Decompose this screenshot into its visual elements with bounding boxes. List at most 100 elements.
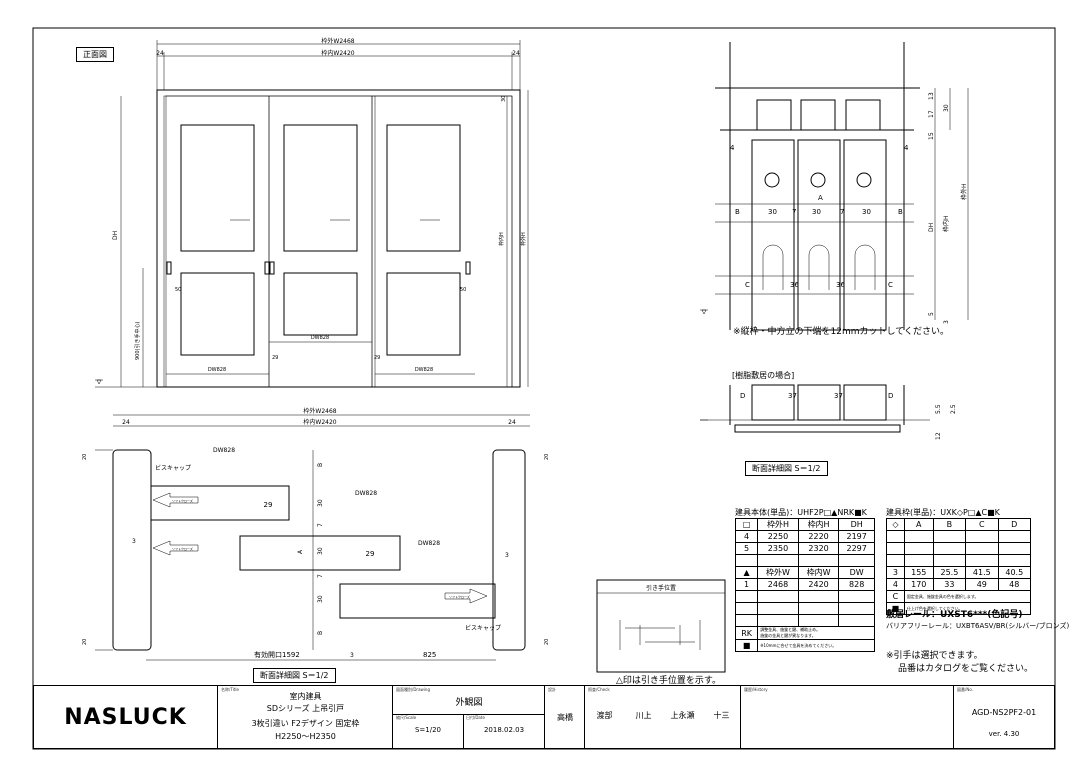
dim-29-left: 29 xyxy=(272,355,278,361)
t1-r1c0: 5 xyxy=(734,542,759,555)
t1-r0c1: 2250 xyxy=(757,530,799,543)
logo-cell: NASLUCK xyxy=(34,686,218,748)
head-B-left: B xyxy=(735,208,740,216)
dim-50-left: 50 xyxy=(175,287,181,293)
t2-r1c4: 48 xyxy=(997,578,1032,591)
head-C-left: C xyxy=(745,281,750,289)
designer-cell: 設計 高橋 xyxy=(545,686,585,748)
t2-c-note: 固定金具、施錠金具の色を選択します。 xyxy=(903,590,1032,603)
history-hdr: 履歴/History xyxy=(744,687,768,692)
head-30-3: 30 xyxy=(862,208,871,216)
sec-3-bottom: 3 xyxy=(350,652,354,659)
t2-r0c3: 41.5 xyxy=(965,566,999,579)
dim-dw-left: DW828 xyxy=(208,367,226,373)
t1-sq: ■ xyxy=(734,639,759,652)
head-outer-h: 枠外H xyxy=(960,183,968,200)
front-elevation: 枠外W2468 枠内W2420 24 24 DW828 DW828 D xyxy=(95,37,529,388)
head-15: 15 xyxy=(928,132,935,140)
resin-sill-detail: D 37 37 D 5.5 2.5 12 xyxy=(700,384,957,440)
check-4: 十三 xyxy=(713,711,730,720)
effective-opening: 有効開口1592 xyxy=(254,650,300,659)
screw-cap-right: ビスキャップ xyxy=(465,624,501,632)
t2-r1c2: 33 xyxy=(932,578,967,591)
resin-D-left: D xyxy=(740,392,745,400)
t2-h2: B xyxy=(932,518,967,531)
resin-55: 5.5 xyxy=(935,404,942,414)
sec-20-br: 20 xyxy=(544,639,550,645)
head-3: 3 xyxy=(943,320,950,324)
t2-h0: ◇ xyxy=(886,518,905,531)
rail-label: 敷居レール：UXST6***(色記号) xyxy=(886,610,1023,620)
sec-frame-inner-w: 枠内W2420 xyxy=(303,418,336,426)
sec-B-bottom: B xyxy=(317,631,324,635)
t1-r2c3: 828 xyxy=(838,578,875,591)
sec-20-bl: 20 xyxy=(82,639,88,645)
sec-29-a: 29 xyxy=(264,501,273,509)
table2-title: 建具枠(単品)：UXK◇P□▲C■K xyxy=(886,508,1000,517)
dim-29-right: 29 xyxy=(374,355,380,361)
name-line3: 3枚引違い F2デザイン 固定枠 xyxy=(251,719,360,728)
title-block: NASLUCK 名称/Title 室内建具 SDシリーズ 上吊引戸 3枚引違い … xyxy=(33,685,1055,749)
head-detail: B 30 7 30 7 30 B A C 36 36 C 4 4 13 17 1… xyxy=(700,42,969,331)
t2-r0c4: 40.5 xyxy=(997,566,1032,579)
dim-50-right: 50 xyxy=(460,287,466,293)
scale-value: S=1/20 xyxy=(414,726,442,734)
sec-20-tl: 20 xyxy=(82,454,88,460)
soft-close-3: ソフトクローズ xyxy=(449,594,470,599)
sec-B-top: B xyxy=(317,463,324,467)
check-cell: 照査/Check 渡部 川上 上永瀬 十三 xyxy=(585,686,741,748)
dim-dh: DH xyxy=(112,231,119,240)
t2-r1c1: 170 xyxy=(903,578,934,591)
soft-close-2: ソフトクローズ xyxy=(172,546,193,551)
head-B-right: B xyxy=(898,208,903,216)
sec-29-b: 29 xyxy=(366,550,375,558)
t2-r0c0: 3 xyxy=(886,566,905,579)
dim-frame-outer-w: 枠外W2468 xyxy=(321,37,354,45)
sec-24-left: 24 xyxy=(122,419,130,426)
head-4-right: 4 xyxy=(904,144,909,152)
head-17: 17 xyxy=(928,110,935,118)
head-A: A xyxy=(818,194,823,202)
dim-dw-right: DW828 xyxy=(415,367,433,373)
sec-30-2: 30 xyxy=(317,547,324,555)
catalog-note: 品番はカタログをご覧ください。 xyxy=(898,664,1034,674)
sec-frame-outer-w: 枠外W2468 xyxy=(303,407,336,415)
t1-h2-0: ▲ xyxy=(734,566,759,579)
front-view-label: 正面図 xyxy=(76,47,114,62)
t1-r2c2: 2420 xyxy=(797,578,840,591)
head-30-2: 30 xyxy=(812,208,821,216)
section-label-bottom: 断面詳細図 S＝1/2 xyxy=(253,668,336,683)
head-36-2: 36 xyxy=(836,281,845,289)
head-C-right: C xyxy=(888,281,893,289)
head-30v: 30 xyxy=(943,104,950,112)
number-hdr: 図番/No. xyxy=(957,687,973,692)
t1-h2-1: 枠外W xyxy=(757,566,799,579)
name-line2: SDシリーズ 上吊引戸 xyxy=(266,704,345,713)
head-5: 5 xyxy=(928,312,935,316)
head-7-1: 7 xyxy=(792,208,796,216)
t2-h3: C xyxy=(965,518,999,531)
t1-h2: 枠内H xyxy=(797,518,840,531)
t1-r0c2: 2220 xyxy=(797,530,840,543)
dim-frame-inner-w: 枠内W2420 xyxy=(321,49,354,57)
t2-sq-note: 仕上げ色を選択してください。 xyxy=(903,602,1032,615)
name-hdr: 名称/Title xyxy=(221,687,239,692)
pull-position-title: 引き手位置 xyxy=(646,584,676,592)
sec-825: 825 xyxy=(423,651,436,659)
sec-A: A xyxy=(297,549,304,554)
t1-sq-note: ※10mmに合せて金具を決めてください。 xyxy=(757,639,875,652)
head-7-2: 7 xyxy=(840,208,844,216)
table1-title: 建具本体(単品)：UHF2P□▲NRK■K xyxy=(735,508,867,517)
head-13: 13 xyxy=(928,92,935,100)
sec-24-right: 24 xyxy=(508,419,516,426)
t1-r0c3: 2197 xyxy=(838,530,875,543)
history-cell: 履歴/History xyxy=(741,686,954,748)
soft-close-1: ソフトクローズ xyxy=(172,498,193,503)
number-cell: 図番/No. AGD-NS2PF2-01 ver. 4.30 xyxy=(954,686,1054,748)
dim-frame-outer-h: 枠外H xyxy=(520,232,527,246)
head-inner-h: 枠内H xyxy=(942,215,950,232)
date-hdr: 日付/Date xyxy=(466,715,485,720)
resin-25: 2.5 xyxy=(950,404,957,414)
